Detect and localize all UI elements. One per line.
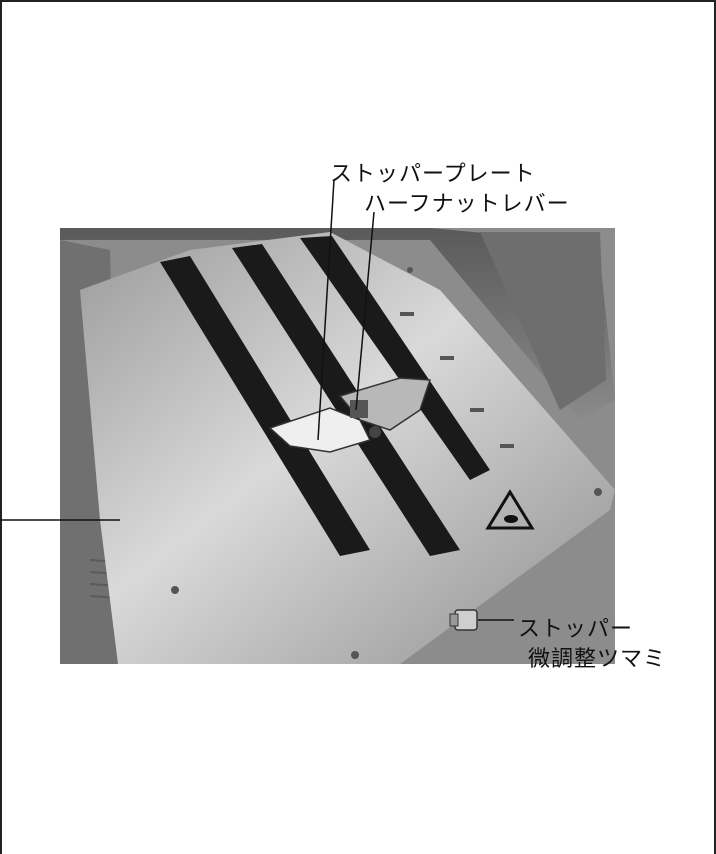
- leader-lines: [0, 179, 514, 621]
- stopper-plate-shape: [268, 407, 372, 453]
- warning-triangle-icon: [485, 489, 535, 530]
- half-nut-lever-label: ハーフナットレバー: [364, 192, 570, 217]
- border-top: [0, 0, 716, 2]
- leader-stopper-plate: [317, 179, 335, 441]
- stopper-plate-label: ストッパープレート: [330, 162, 536, 187]
- right-housing: [480, 232, 606, 410]
- lever-block: [350, 400, 368, 418]
- slot-3: [300, 236, 490, 480]
- warning-symbol: [504, 515, 518, 523]
- stopper-adjust-label-line2: 微調整ツマミ: [528, 647, 667, 672]
- leader-half-nut-lever: [355, 211, 375, 411]
- slot-1: [160, 256, 370, 556]
- stopper-adjust-label-line1: ストッパー: [518, 617, 634, 642]
- back-housing: [60, 228, 615, 420]
- screws: [171, 267, 602, 659]
- lever-screw: [369, 426, 381, 438]
- border-left: [0, 0, 2, 854]
- border-right: [714, 0, 716, 854]
- scale-marks: [400, 312, 514, 448]
